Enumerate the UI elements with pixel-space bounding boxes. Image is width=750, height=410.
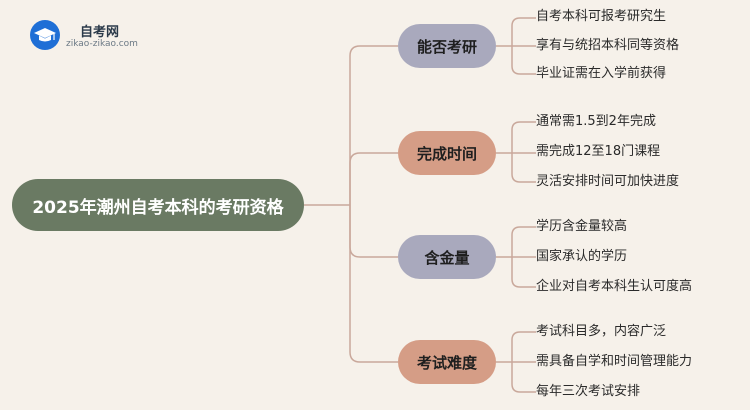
- branch-connector-4: [349, 205, 398, 363]
- leaf-item: 国家承认的学历: [536, 249, 628, 264]
- branch-connector-2: [349, 152, 398, 205]
- leaf-item: 自考本科可报考研究生: [536, 9, 667, 24]
- leaf-item: 毕业证需在入学前获得: [536, 66, 667, 81]
- site-logo[interactable]: 自考网 zikao-zikao.com: [30, 18, 170, 52]
- leaf-item: 需具备自学和时间管理能力: [536, 354, 693, 369]
- branch-node-value: 含金量: [398, 235, 496, 279]
- leaf-connector-1a: [511, 17, 536, 46]
- branch-node-completion-time: 完成时间: [398, 131, 496, 175]
- leaf-connector-1c: [511, 46, 536, 75]
- leaf-item: 企业对自考本科生认可度高: [536, 279, 693, 294]
- leaf-item: 需完成12至18门课程: [536, 144, 661, 159]
- leaf-item: 学历含金量较高: [536, 219, 628, 234]
- leaf-connector-3a: [511, 226, 536, 257]
- leaf-item: 灵活安排时间可加快进度: [536, 174, 680, 189]
- leaf-item: 享有与统招本科同等资格: [536, 38, 680, 53]
- leaf-connector-4c: [511, 362, 536, 393]
- branch-connector-1: [349, 45, 398, 205]
- leaf-connector-2a: [511, 121, 536, 153]
- leaf-connector-2c: [511, 153, 536, 183]
- leaf-connector-4a: [511, 331, 536, 362]
- graduation-cap-icon: [30, 20, 60, 50]
- leaf-item: 通常需1.5到2年完成: [536, 114, 656, 129]
- branch-connector-3: [349, 205, 398, 258]
- branch-node-eligibility: 能否考研: [398, 24, 496, 68]
- logo-name: 自考网: [80, 25, 120, 40]
- leaf-item: 每年三次考试安排: [536, 384, 641, 399]
- leaf-connector-3c: [511, 257, 536, 288]
- branch-node-difficulty: 考试难度: [398, 340, 496, 384]
- leaf-item: 考试科目多，内容广泛: [536, 324, 667, 339]
- root-node: 2025年潮州自考本科的考研资格: [12, 179, 304, 231]
- logo-url: zikao-zikao.com: [66, 39, 138, 49]
